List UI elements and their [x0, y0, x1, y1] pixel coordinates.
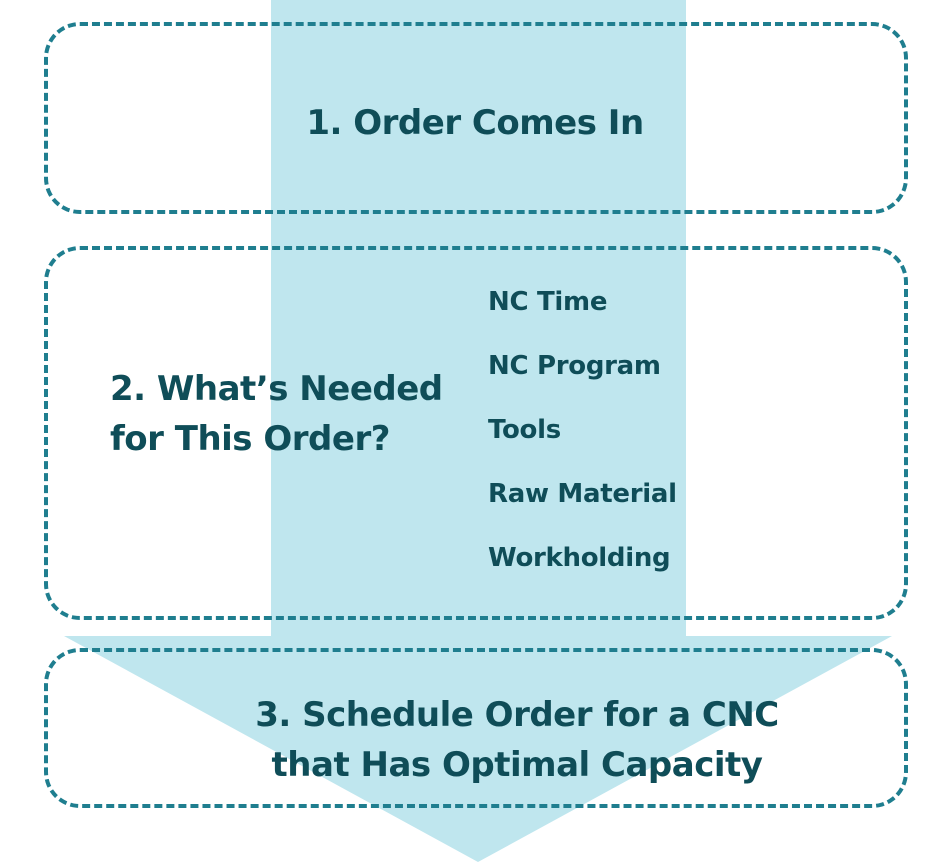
step-2-label-line-1: 2. What’s Needed	[110, 369, 443, 409]
step-1-box	[44, 22, 908, 214]
requirement-item-tools: Tools	[488, 415, 561, 445]
flow-arrow-shape	[64, 0, 892, 862]
step-2-label: 2. What’s Needed for This Order?	[110, 364, 443, 464]
step-2-box	[44, 246, 908, 620]
step-3-label: 3. Schedule Order for a CNC that Has Opt…	[0, 690, 950, 790]
requirement-item-nc-time: NC Time	[488, 287, 608, 317]
step-3-label-line-2: that Has Optimal Capacity	[271, 745, 763, 785]
step-2-label-line-2: for This Order?	[110, 419, 390, 459]
requirements-list: NC Time NC Program Tools Raw Material Wo…	[488, 280, 677, 600]
step-1-label: 1. Order Comes In	[306, 103, 644, 143]
step-3-box	[44, 648, 908, 808]
requirement-item-nc-program: NC Program	[488, 351, 661, 381]
step-3-label-line-1: 3. Schedule Order for a CNC	[255, 695, 779, 735]
requirement-item-workholding: Workholding	[488, 543, 671, 573]
requirement-item-raw-material: Raw Material	[488, 479, 677, 509]
